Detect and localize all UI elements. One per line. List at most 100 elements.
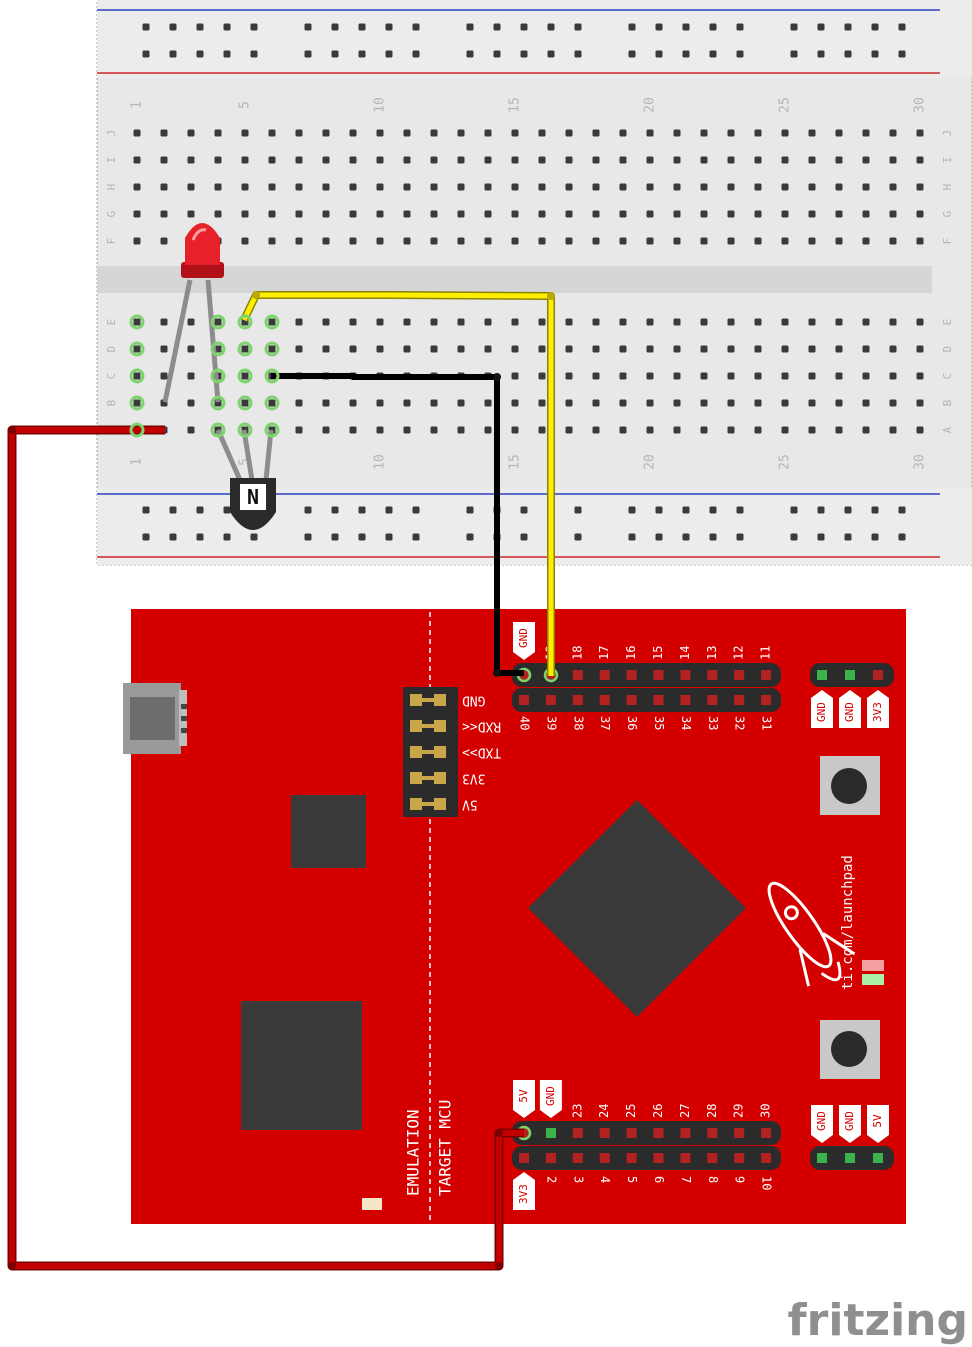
breadboard-hole: [781, 399, 789, 407]
breadboard-hole: [457, 210, 465, 218]
breadboard-hole: [700, 345, 708, 353]
breadboard-hole: [403, 345, 411, 353]
breadboard-hole: [754, 399, 762, 407]
breadboard-hole: [808, 426, 816, 434]
rail-hole: [466, 23, 474, 31]
breadboard-hole: [349, 318, 357, 326]
column-label-bottom: 10: [373, 454, 388, 470]
breadboard-hole: [484, 318, 492, 326]
connected-hole: [264, 341, 280, 357]
breadboard-hole: [592, 372, 600, 380]
row-label: G: [941, 211, 954, 218]
breadboard-hole: [754, 129, 762, 137]
rail-hole: [331, 506, 339, 514]
pin-number: 40: [518, 716, 532, 730]
pin-number: 24: [597, 1104, 611, 1118]
rail-hole: [790, 506, 798, 514]
breadboard-hole: [511, 372, 519, 380]
rail-hole: [871, 23, 879, 31]
breadboard-hole: [484, 156, 492, 164]
connected-hole: [237, 314, 253, 330]
breadboard-hole: [916, 129, 924, 137]
rail-hole: [709, 533, 717, 541]
breadboard-hole: [376, 426, 384, 434]
header-pin: [626, 670, 637, 680]
rail-hole: [817, 23, 825, 31]
rail-hole: [493, 23, 501, 31]
breadboard-hole: [808, 129, 816, 137]
connected-hole: [237, 395, 253, 411]
connected-hole: [129, 395, 145, 411]
breadboard-hole: [727, 399, 735, 407]
rail-hole: [196, 533, 204, 541]
breadboard-hole: [133, 372, 141, 380]
launchpad-url: ti.com/launchpad: [840, 855, 856, 990]
rail-hole: [142, 50, 150, 58]
pin-number: 28: [705, 1104, 719, 1118]
rail-hole: [412, 506, 420, 514]
rail-hole: [682, 533, 690, 541]
breadboard-hole: [565, 399, 573, 407]
top-right-label-tag: [811, 690, 833, 728]
top-right-label: GND: [815, 702, 828, 722]
bottom-header-row1: [512, 1121, 781, 1145]
breadboard-hole: [295, 210, 303, 218]
breadboard-hole: [538, 399, 546, 407]
breadboard-hole: [160, 129, 168, 137]
rail-hole: [142, 23, 150, 31]
breadboard-hole: [619, 129, 627, 137]
breadboard-hole: [889, 372, 897, 380]
column-label-top: 25: [778, 97, 793, 113]
pin-number: 32: [733, 716, 747, 730]
breadboard-hole: [781, 372, 789, 380]
breadboard-hole: [862, 156, 870, 164]
rail-hole: [304, 23, 312, 31]
breadboard-hole: [133, 210, 141, 218]
breadboard-hole: [835, 399, 843, 407]
breadboard-hole: [457, 129, 465, 137]
breadboard-hole: [862, 183, 870, 191]
breadboard-hole: [187, 426, 195, 434]
breadboard-hole: [484, 237, 492, 245]
header-pin: [653, 695, 664, 705]
rail-hole: [817, 506, 825, 514]
breadboard-hole: [727, 237, 735, 245]
row-label: C: [105, 373, 118, 380]
breadboard-hole: [808, 318, 816, 326]
breadboard-hole: [538, 345, 546, 353]
uart-header: [403, 687, 458, 817]
breadboard-hole: [457, 399, 465, 407]
bottom-header-label-tag: [539, 1080, 562, 1118]
connected-hole: [264, 314, 280, 330]
breadboard-hole: [214, 210, 222, 218]
breadboard-hole: [268, 183, 276, 191]
column-label-bottom: 30: [913, 454, 928, 470]
connected-hole: [237, 368, 253, 384]
breadboard-hole: [187, 399, 195, 407]
pin-number: 34: [679, 716, 693, 730]
rail-hole: [844, 506, 852, 514]
rail-hole: [466, 533, 474, 541]
target-mcu-label: TARGET MCU: [436, 1100, 455, 1196]
rail-hole: [412, 533, 420, 541]
breadboard-hole: [700, 183, 708, 191]
breadboard-hole: [241, 237, 249, 245]
breadboard-hole: [781, 426, 789, 434]
breadboard-hole: [592, 183, 600, 191]
breadboard-hole: [808, 372, 816, 380]
reset-button[interactable]: [820, 756, 880, 815]
center-channel: [97, 266, 932, 293]
bottom-right-label-tag: [867, 1105, 889, 1143]
breadboard-hole: [889, 156, 897, 164]
breadboard-hole: [619, 318, 627, 326]
pin-number: 23: [570, 1104, 584, 1118]
led-bulb: [185, 223, 220, 265]
user-button[interactable]: [820, 1020, 880, 1079]
breadboard-hole: [862, 210, 870, 218]
rail-hole: [412, 23, 420, 31]
breadboard-hole: [889, 210, 897, 218]
bottom-header-label-tag: [513, 1080, 535, 1118]
connected-hole: [129, 314, 145, 330]
header-pin: [599, 1128, 610, 1138]
breadboard-hole: [268, 156, 276, 164]
